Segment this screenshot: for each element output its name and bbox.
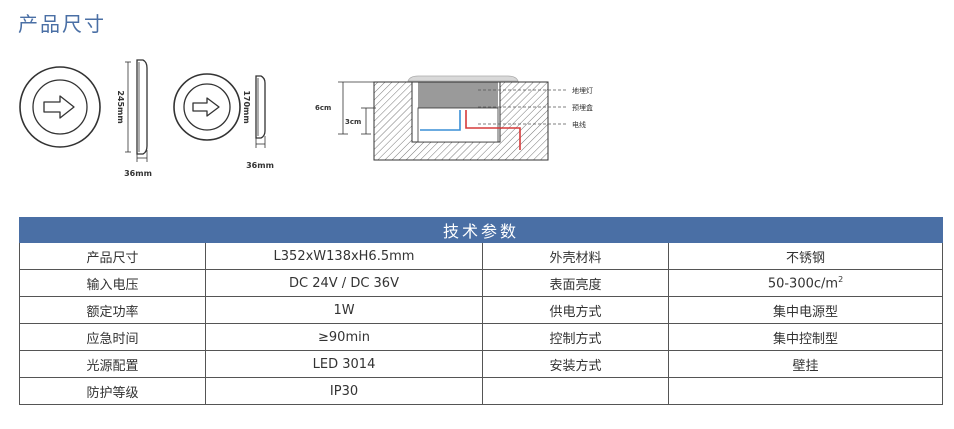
spec-label: 防护等级 — [19, 377, 206, 405]
table-row: 输入电压 DC 24V / DC 36V 表面亮度 50-300c/m2 — [19, 269, 944, 297]
legend-embedded-box: 预埋盒 — [572, 103, 593, 112]
spec-value-text: 50-300c/m — [767, 276, 839, 292]
arrow-right-icon — [43, 95, 75, 119]
spec-label: 输入电压 — [19, 269, 206, 297]
install-total-depth-label: 6cm — [315, 104, 331, 112]
spec-value — [667, 377, 944, 405]
spec-label: 控制方式 — [482, 323, 669, 351]
large-light-side-view — [125, 59, 148, 162]
table-row: 光源配置 LED 3014 安装方式 壁挂 — [19, 350, 944, 378]
legend-embedded-light: 地埋灯 — [572, 86, 593, 95]
small-light-front-view — [173, 73, 241, 141]
large-light-height-label: 245mm — [116, 90, 125, 123]
spec-value: 集中控制型 — [667, 323, 944, 351]
spec-value: 50-300c/m2 — [667, 269, 944, 297]
spec-label: 表面亮度 — [482, 269, 669, 297]
small-light-height-label: 170mm — [242, 90, 251, 123]
table-row: 应急时间 ≥90min 控制方式 集中控制型 — [19, 323, 944, 351]
arrow-right-icon — [192, 97, 220, 117]
large-light-front-view — [19, 66, 101, 148]
spec-label: 产品尺寸 — [19, 242, 206, 270]
spec-value: IP30 — [205, 377, 483, 405]
large-light-depth-label: 36mm — [124, 169, 152, 178]
table-row: 产品尺寸 L352xW138xH6.5mm 外壳材料 不锈钢 — [19, 242, 944, 270]
tech-spec-table: 技术参数 产品尺寸 L352xW138xH6.5mm 外壳材料 不锈钢 输入电压… — [18, 217, 944, 405]
spec-value: 不锈钢 — [667, 242, 944, 270]
small-light-side-view — [255, 75, 266, 148]
spec-value: L352xW138xH6.5mm — [205, 242, 483, 270]
superscript: 2 — [838, 274, 844, 284]
spec-label: 外壳材料 — [482, 242, 669, 270]
spec-value: 1W — [205, 296, 483, 324]
page-title: 产品尺寸 — [18, 12, 106, 36]
install-inner-depth-label: 3cm — [345, 118, 361, 126]
product-dimension-drawings: 245mm 36mm 170mm 36mm 6cm — [19, 59, 593, 178]
spec-value: LED 3014 — [205, 350, 483, 378]
spec-value: ≥90min — [205, 323, 483, 351]
legend-wire: 电线 — [572, 120, 586, 129]
table-row: 防护等级 IP30 — [19, 377, 944, 405]
install-dimension-lines — [338, 81, 376, 135]
table-header: 技术参数 — [18, 217, 944, 243]
spec-value: 集中电源型 — [667, 296, 944, 324]
spec-label: 应急时间 — [19, 323, 206, 351]
spec-label: 额定功率 — [19, 296, 206, 324]
spec-label: 光源配置 — [19, 350, 206, 378]
small-light-depth-label: 36mm — [246, 161, 274, 170]
installation-cross-section — [373, 75, 566, 161]
spec-value: DC 24V / DC 36V — [205, 269, 483, 297]
spec-value: 壁挂 — [667, 350, 944, 378]
spec-label — [482, 377, 669, 405]
spec-label: 供电方式 — [482, 296, 669, 324]
table-row: 额定功率 1W 供电方式 集中电源型 — [19, 296, 944, 324]
spec-label: 安装方式 — [482, 350, 669, 378]
